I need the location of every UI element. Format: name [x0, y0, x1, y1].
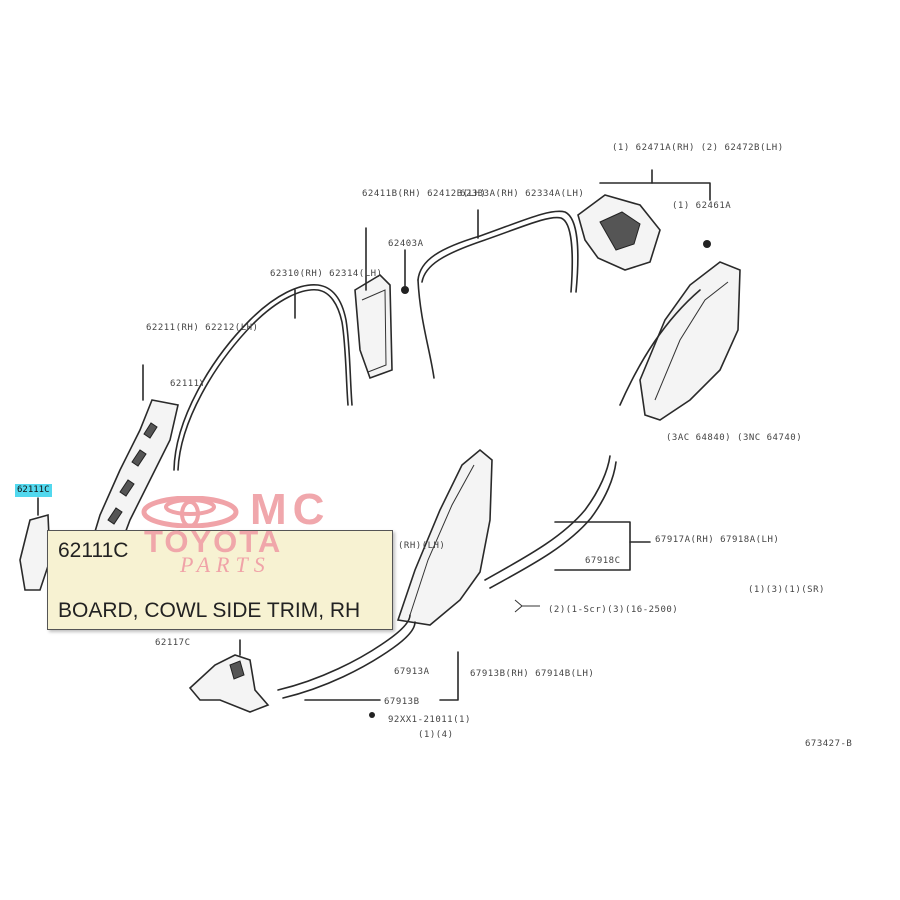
label-scuff-plate-rear: 67917A(RH) 67918A(LH) — [655, 535, 779, 545]
label-screw-note-2: (1)(4) — [418, 730, 454, 740]
label-bolt-note: (2)(1-Scr)(3)(16-2500) — [548, 605, 678, 615]
center-pillar-garnish[interactable] — [354, 227, 409, 380]
label-front-pillar-garnish: 62211(RH) 62212(LH) — [146, 323, 258, 333]
cowl-lower-piece[interactable] — [188, 639, 270, 713]
roof-weatherstrip[interactable] — [417, 209, 579, 379]
label-bracket-note: (1)(3)(1)(SR) — [748, 585, 825, 595]
label-center-pillar-garnish: 62411B(RH) 62412B(LH) — [362, 189, 486, 199]
diagram-id: 673427-B — [805, 739, 852, 749]
quarter-trim-upper[interactable] — [577, 169, 711, 271]
label-quarter-trim-upper: (1) 62471A(RH) (2) 62472B(LH) — [612, 143, 784, 153]
label-clip-quarter: (1) 62461A — [672, 201, 731, 211]
rear-scuff-plate[interactable] — [484, 455, 651, 589]
label-mid: (RH)(LH) — [398, 541, 445, 551]
label-clip-center: 62403A — [388, 239, 424, 249]
rear-quarter-pillar-trim[interactable] — [619, 261, 741, 421]
label-roof-weatherstrip: 62333A(RH) 62334A(LH) — [460, 189, 584, 199]
label-clip-upper: 62111Y — [170, 379, 206, 389]
highlighted-part-code[interactable]: 62111C — [15, 484, 52, 497]
label-cowl-clip: 62117C — [155, 638, 191, 648]
cowl-side-trim-board[interactable] — [19, 497, 51, 591]
label-clip-scuff-rear: 67918C — [585, 556, 621, 566]
label-screw-note: 92XX1-21011(1) — [388, 715, 471, 725]
label-rear-pillar-note: (3AC 64840) (3NC 64740) — [666, 433, 802, 443]
label-scuff-plate-front-pair: 67913B(RH) 67914B(LH) — [470, 669, 594, 679]
door-weatherstrip-front[interactable] — [173, 284, 353, 471]
tooltip-part-name: BOARD, COWL SIDE TRIM, RH — [58, 599, 361, 622]
bolt-icon — [514, 599, 540, 613]
front-scuff-plate[interactable] — [277, 614, 459, 718]
tooltip-part-code: 62111C — [58, 539, 129, 562]
center-lower-pillar[interactable] — [396, 448, 493, 626]
label-scuff-plate-front: 67913A — [394, 667, 430, 677]
label-door-weatherstrip-front: 62310(RH) 62314(LH) — [270, 269, 382, 279]
label-clip-scuff-front: 67913B — [384, 697, 420, 707]
part-tooltip: 62111C BOARD, COWL SIDE TRIM, RH — [47, 530, 393, 630]
